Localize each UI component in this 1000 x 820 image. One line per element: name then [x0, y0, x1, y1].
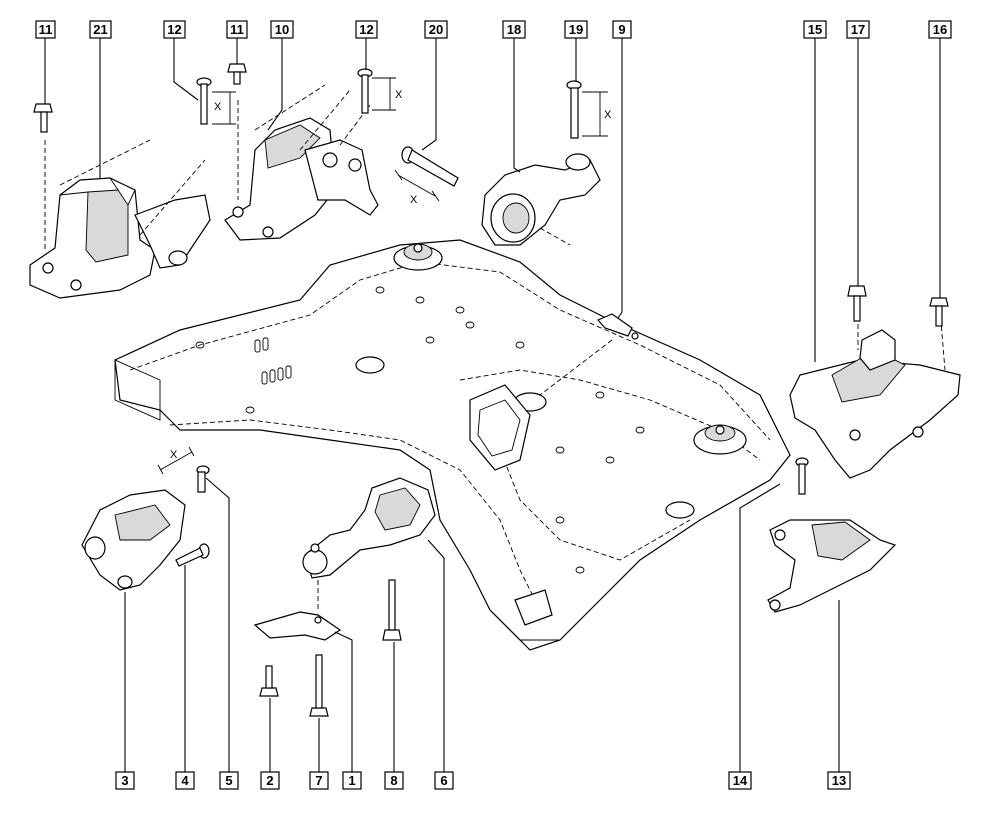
bolt-11-left: [33, 103, 53, 133]
gearbox-bracket-13: [767, 519, 897, 613]
callout-11: 11: [35, 20, 56, 39]
callout-6: 6: [434, 771, 454, 790]
dimension-x-12-left: X: [212, 91, 236, 125]
bolt-17: [847, 285, 867, 322]
callout-4: 4: [175, 771, 195, 790]
svg-text:9: 9: [618, 22, 625, 37]
callout-1: 1: [342, 771, 362, 790]
callout-19: 19: [564, 20, 588, 39]
svg-text:2: 2: [266, 773, 273, 788]
torque-mount-18: [481, 153, 601, 246]
bolt-2: [259, 665, 279, 697]
svg-text:5: 5: [225, 773, 232, 788]
svg-text:21: 21: [93, 22, 107, 37]
callout-3: 3: [115, 771, 135, 790]
bolt-16: [929, 297, 949, 327]
dimension-x-label: X: [604, 109, 612, 121]
callout-17: 17: [846, 20, 870, 39]
svg-text:16: 16: [933, 22, 947, 37]
subframe-holes: [195, 286, 645, 574]
callout-7: 7: [309, 771, 329, 790]
callout-12: 12: [163, 20, 186, 39]
callout-14: 14: [728, 771, 752, 790]
svg-text:3: 3: [121, 773, 128, 788]
bolt-11-mid: [227, 63, 247, 85]
bolt-20: [401, 146, 459, 187]
svg-text:7: 7: [315, 773, 322, 788]
clip-9: [539, 313, 639, 396]
callout-12: 12: [355, 20, 378, 39]
gearbox-mount-15: [789, 300, 961, 479]
svg-text:6: 6: [440, 773, 447, 788]
callout-9: 9: [612, 20, 632, 39]
svg-text:18: 18: [507, 22, 521, 37]
bolt-5: [196, 465, 210, 493]
dimension-marks: X X X X X: [157, 77, 612, 475]
dimension-x-19: X: [582, 91, 612, 137]
small-bracket-1: [253, 580, 342, 641]
svg-text:17: 17: [851, 22, 865, 37]
subframe-mount-tower-left: [393, 243, 443, 271]
svg-text:4: 4: [181, 773, 189, 788]
svg-text:20: 20: [429, 22, 443, 37]
subframe: [114, 239, 791, 651]
bolt-12-left: [196, 77, 212, 125]
dimension-x-label: X: [395, 89, 403, 101]
mount-bracket-3: [81, 489, 186, 591]
callout-2: 2: [260, 771, 280, 790]
svg-text:11: 11: [230, 22, 244, 37]
callout-16: 16: [928, 20, 952, 39]
bolt-12-mid: [357, 68, 373, 114]
dimension-x-5: X: [157, 446, 195, 475]
engine-mount-10: [224, 84, 379, 241]
subframe-mount-tower-right: [693, 424, 747, 455]
callout-21: 21: [89, 20, 112, 39]
callout-10: 10: [270, 20, 294, 39]
dimension-x-label: X: [214, 101, 222, 113]
callouts: 11 21 12 11 10 12 20 18: [35, 20, 952, 790]
bolts: [33, 63, 949, 717]
svg-text:1: 1: [348, 773, 355, 788]
dimension-x-label: X: [410, 194, 418, 206]
svg-text:10: 10: [275, 22, 289, 37]
dimension-x-12-mid: X: [372, 77, 403, 111]
bolt-subframe-right: [795, 457, 809, 495]
dimension-x-label: X: [170, 449, 178, 461]
bolt-4: [175, 543, 210, 567]
callout-5: 5: [219, 771, 239, 790]
svg-text:8: 8: [390, 773, 397, 788]
callout-8: 8: [384, 771, 404, 790]
subframe-slots: [254, 337, 292, 385]
svg-text:14: 14: [733, 773, 748, 788]
callout-11: 11: [226, 20, 248, 39]
svg-text:13: 13: [832, 773, 846, 788]
bolt-8: [382, 579, 402, 641]
svg-text:12: 12: [359, 22, 373, 37]
svg-text:11: 11: [39, 22, 53, 37]
bolt-19: [566, 80, 582, 139]
callout-13: 13: [827, 771, 851, 790]
callout-15: 15: [803, 20, 827, 39]
dimension-x-20: X: [394, 169, 440, 206]
bolt-7: [309, 654, 329, 717]
callout-20: 20: [424, 20, 448, 39]
callout-18: 18: [502, 20, 526, 39]
torque-rod-6: [302, 477, 436, 579]
svg-text:19: 19: [569, 22, 583, 37]
svg-text:12: 12: [167, 22, 181, 37]
leader-lines: [44, 38, 941, 772]
svg-text:15: 15: [808, 22, 822, 37]
engine-mount-left-21: [29, 139, 211, 299]
